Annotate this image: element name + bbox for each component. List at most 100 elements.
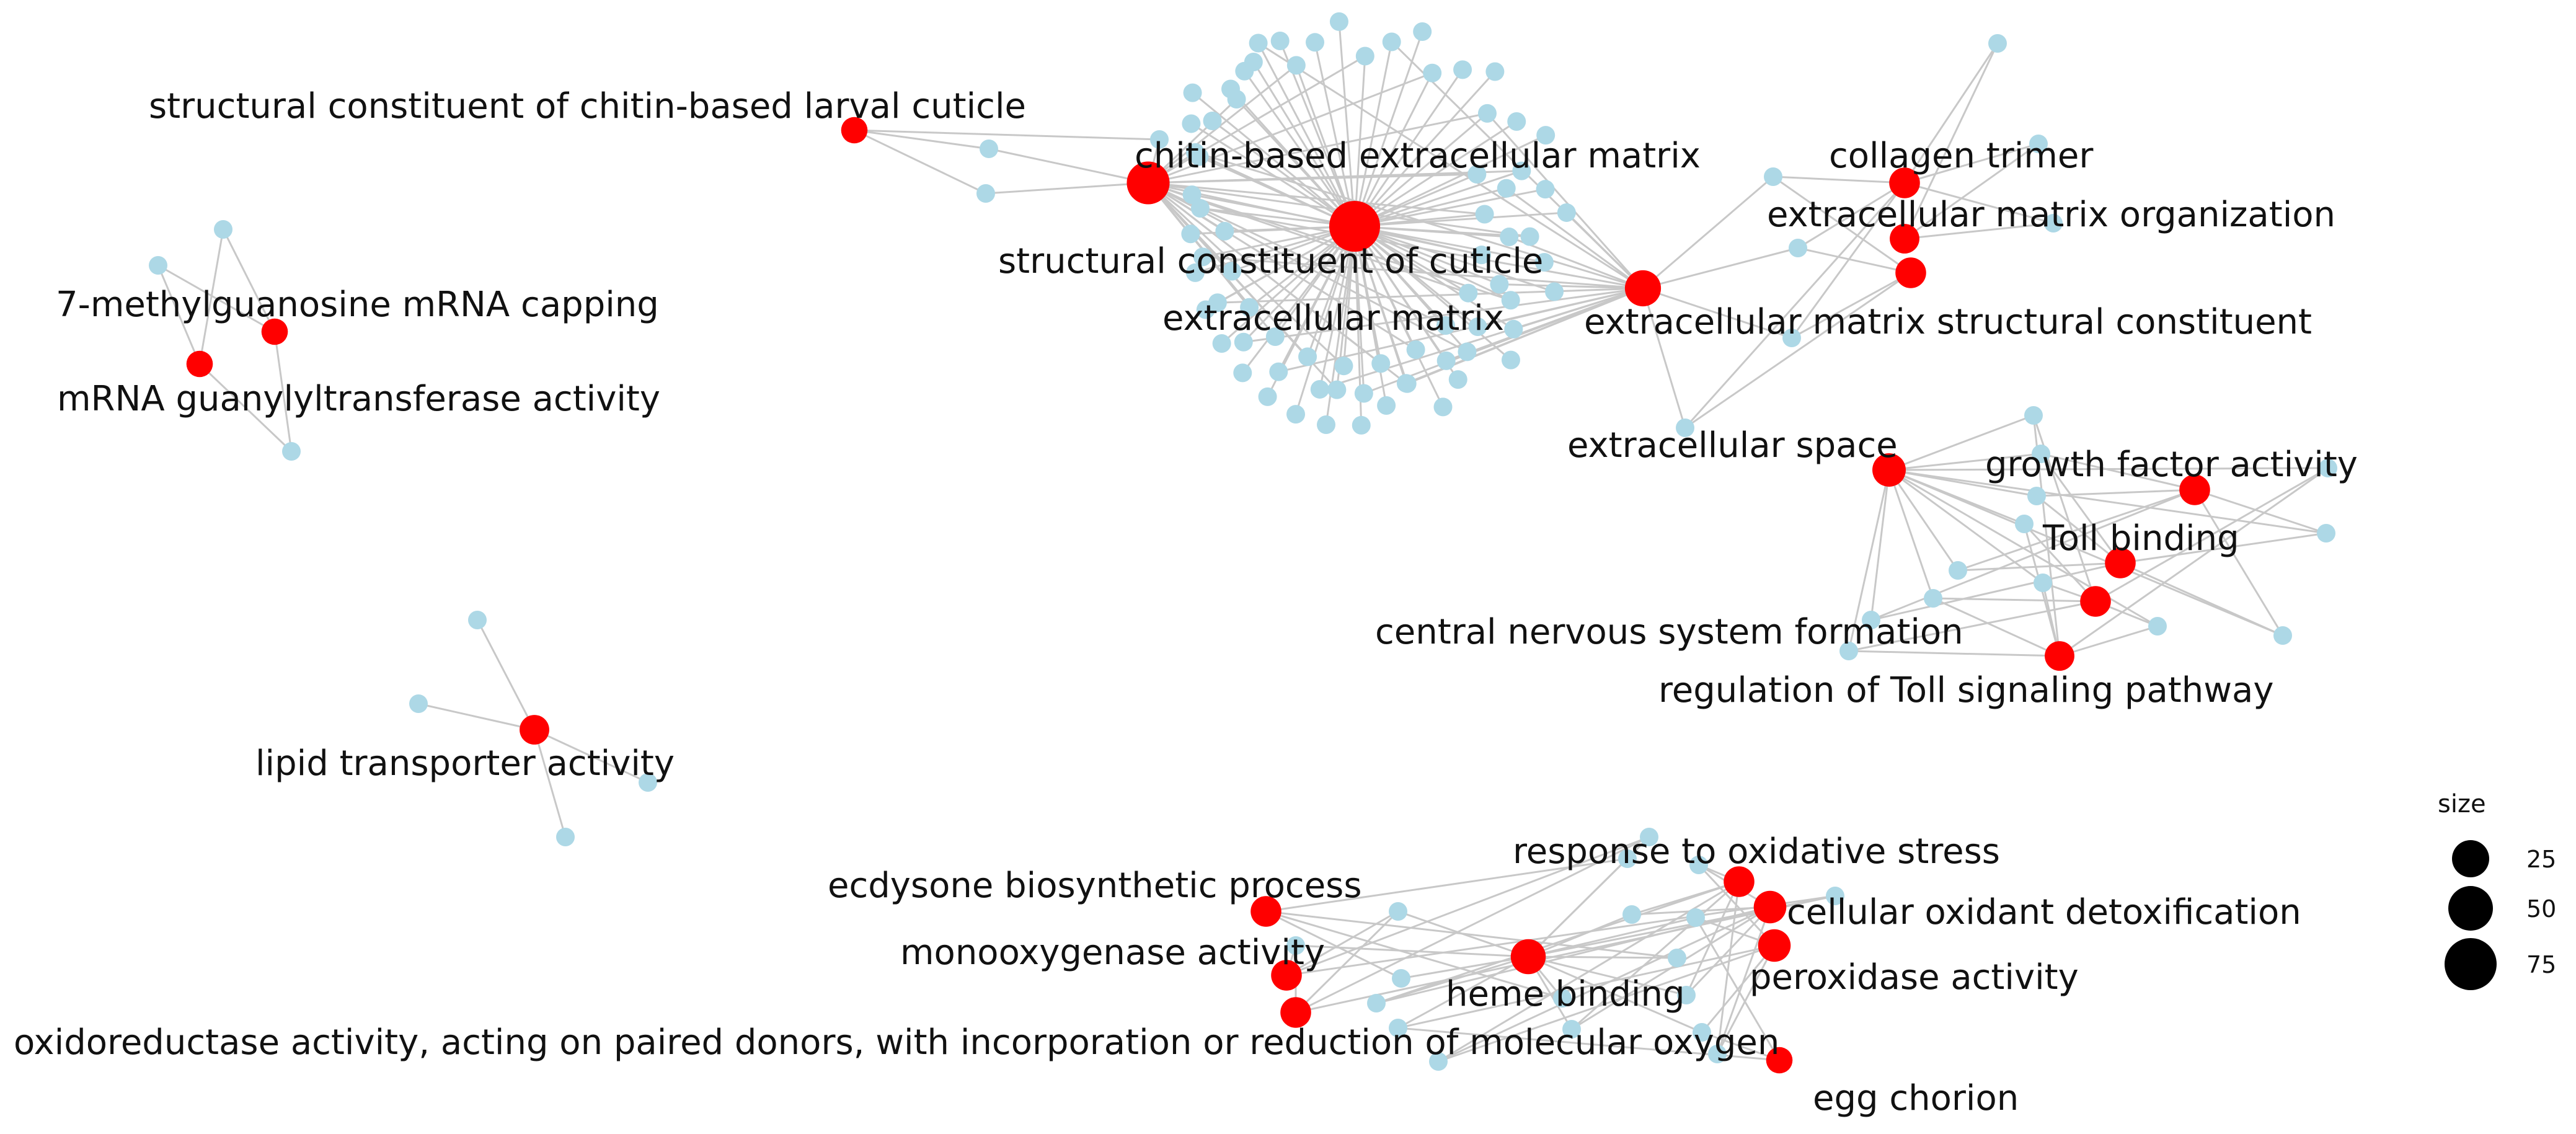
gene-node xyxy=(1504,319,1523,339)
gene-node xyxy=(1286,56,1306,75)
network-edge xyxy=(1354,112,1488,228)
gene-node xyxy=(1988,34,2007,53)
term-label-larval_cuticle: structural constituent of chitin-based l… xyxy=(149,86,1026,126)
network-edge xyxy=(2120,532,2327,564)
network-edge xyxy=(1211,120,1355,228)
network-edge xyxy=(1354,211,1567,228)
gene-node xyxy=(1182,114,1201,133)
gene-node xyxy=(1467,164,1487,184)
gene-node xyxy=(1193,247,1212,267)
term-node-peroxidase xyxy=(1758,929,1791,962)
term-node-chitin_ecm xyxy=(1126,161,1170,205)
gene-node xyxy=(1413,22,1432,42)
gene-node xyxy=(1459,283,1478,303)
network-edge xyxy=(1684,182,1906,429)
network-edge xyxy=(1888,469,2327,534)
network-edge xyxy=(1354,170,1522,228)
gene-node xyxy=(976,184,995,203)
gene-node xyxy=(1924,589,1942,608)
network-edge xyxy=(1353,226,1409,384)
gene-node xyxy=(980,140,998,158)
gene-node xyxy=(214,220,232,239)
term-node-ecdysone xyxy=(1250,896,1281,927)
network-edge xyxy=(1888,469,2043,584)
network-edge xyxy=(1319,226,1356,390)
gene-node xyxy=(1150,130,1169,149)
network-edge xyxy=(1888,469,1934,599)
network-edge xyxy=(1397,955,1529,1029)
term-node-ecm_struct xyxy=(1895,257,1926,288)
network-edge xyxy=(1200,207,1355,228)
network-edge xyxy=(1205,225,1355,311)
gene-node xyxy=(1949,561,1967,580)
network-edge xyxy=(1353,71,1496,228)
gene-node xyxy=(1190,199,1210,218)
network-edge xyxy=(1229,88,1356,228)
network-edge xyxy=(854,129,989,150)
network-edge xyxy=(1265,910,1563,999)
network-edge xyxy=(985,182,1149,195)
network-edge xyxy=(1888,467,2329,471)
gene-node xyxy=(1355,47,1374,66)
gene-node xyxy=(2319,459,2337,477)
gene-node xyxy=(1371,354,1391,373)
gene-node xyxy=(409,694,428,713)
network-edge xyxy=(1319,287,1644,391)
gene-node xyxy=(1453,60,1472,79)
network-edge xyxy=(1354,225,1500,285)
network-edge xyxy=(1888,469,2283,637)
gene-node xyxy=(1448,370,1467,389)
gene-node xyxy=(1497,179,1516,198)
network-edge xyxy=(1716,881,1740,1055)
network-edge xyxy=(1848,600,2096,652)
legend-size-label: 25 xyxy=(2526,846,2556,873)
term-node-egg xyxy=(1766,1047,1793,1074)
network-edge xyxy=(1642,287,1792,339)
network-edge xyxy=(1257,42,1356,227)
network-edge xyxy=(1528,955,1687,996)
network-edge xyxy=(1701,1031,1780,1061)
network-edge xyxy=(1685,881,1740,996)
legend-size-dot xyxy=(2448,886,2493,931)
term-label-detox: cellular oxidant detoxification xyxy=(1787,892,2301,932)
term-label-collagen: collagen trimer xyxy=(1829,136,2094,176)
network-edge xyxy=(1903,43,1999,184)
network-edge xyxy=(1870,562,2121,621)
gene-node xyxy=(1221,79,1241,99)
network-edge xyxy=(2194,489,2327,534)
gene-node xyxy=(1475,205,1494,224)
gene-node xyxy=(1622,905,1641,924)
network-edge xyxy=(1265,910,1678,959)
gene-node xyxy=(1240,298,1259,317)
network-edge xyxy=(1957,562,2121,572)
gene-node xyxy=(2273,626,2292,645)
gene-node xyxy=(1181,224,1200,244)
gene-node xyxy=(1182,185,1202,205)
gene-node xyxy=(1270,31,1290,50)
term-node-growth xyxy=(2179,474,2210,505)
term-node-toll_reg xyxy=(2045,641,2074,671)
term-node-heme xyxy=(1510,939,1546,975)
network-edges xyxy=(157,21,2329,1063)
network-edge xyxy=(1295,226,1356,415)
network-edge xyxy=(1353,69,1464,227)
network-edge xyxy=(1147,182,1250,308)
gene-node xyxy=(1501,291,1520,310)
gene-node xyxy=(1212,334,1231,353)
network-edge xyxy=(2095,467,2329,603)
network-edge xyxy=(854,129,1160,141)
network-edge xyxy=(1354,225,1545,264)
gene-node xyxy=(2027,487,2046,505)
gene-node xyxy=(1392,969,1410,988)
gene-node xyxy=(1286,936,1305,955)
network-edge xyxy=(1888,453,2042,471)
network-edge xyxy=(2120,562,2283,637)
term-label-toll_reg: regulation of Toll signaling pathway xyxy=(1658,670,2274,711)
network-edge xyxy=(1242,225,1356,343)
term-label-ecm_struct: extracellular matrix structural constitu… xyxy=(1584,302,2312,342)
gene-node xyxy=(1472,246,1491,265)
gene-node xyxy=(1429,1052,1448,1071)
gene-node xyxy=(1618,849,1637,868)
network-edge xyxy=(1353,31,1423,227)
